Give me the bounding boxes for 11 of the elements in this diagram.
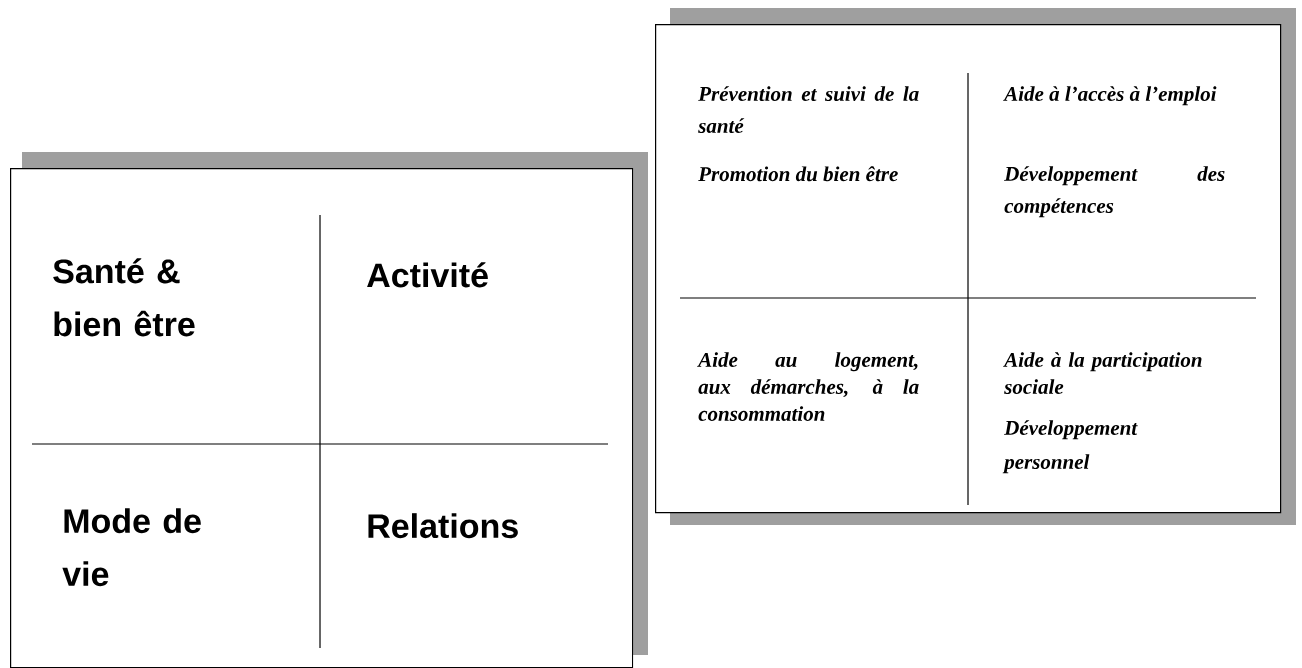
- quadrant-text: Relations: [368, 513, 518, 539]
- quadrant-text: Aide à la participation sociale: [1003, 352, 1202, 394]
- quadrant-text: Développement des compétences: [1004, 166, 1225, 218]
- quadrant-text: Prévention et suivi de la santé: [698, 86, 919, 133]
- quadrant-text: Santé & bien être: [53, 258, 195, 337]
- quadrant-text: Activité: [367, 262, 488, 288]
- quadrant-text: Promotion du bien être: [698, 166, 898, 182]
- quadrant-text: Aide à l’accès à l’emploi: [1003, 86, 1217, 106]
- quadrant-text: Développement personnel: [1002, 420, 1138, 474]
- quadrant-text: Aide au logement, aux démarches, à la consommation: [697, 352, 919, 421]
- quadrant-text: Mode de vie: [62, 508, 201, 587]
